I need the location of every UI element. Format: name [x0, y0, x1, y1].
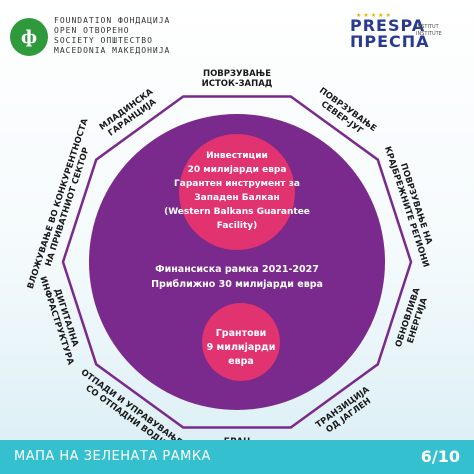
investments-line: Гарантен инструмент за: [174, 179, 300, 189]
grants-text: Грантови 9 милијарди евра: [207, 328, 276, 367]
framework-line: Финансиска рамка 2021-2027: [155, 264, 319, 275]
prespa-subtitle: INSTITUT INSTITUTE: [416, 24, 442, 37]
foundation-mark: ф: [20, 26, 38, 48]
stars-icon: ★★★★★: [356, 12, 393, 19]
prespa-institute-logo: ★★★★★ PRESPA ПРЕСПА INSTITUT INSTITUTE: [350, 12, 460, 62]
investments-line: Facility): [217, 221, 258, 231]
grants-circle: [202, 303, 280, 381]
investments-line: 20 милијарди евра: [188, 164, 287, 175]
prespa-cyrillic: ПРЕСПА: [350, 32, 430, 51]
investments-line: (Western Balkans Guarantee: [164, 207, 310, 217]
decagon-frame: [61, 95, 413, 429]
grants-line: Грантови: [216, 328, 267, 339]
grants-line: евра: [228, 356, 254, 367]
side-label-line: СО ОТПАДНИ ВОДИ: [83, 383, 167, 448]
foundation-mark-icon: ф: [10, 18, 48, 56]
grants-line: 9 милијарди: [207, 342, 276, 353]
side-label-line: ИСТОК-ЗАПАД: [202, 79, 273, 89]
framework-line: Приближно 30 милијарди евра: [151, 279, 323, 290]
foundation-line: FOUNDATION ФОНДАЦИЈА: [54, 16, 171, 25]
footer-title: МАПА НА ЗЕЛЕНАТА РАМКА: [14, 449, 211, 464]
investments-circle: [179, 134, 295, 250]
prespa-latin: PRESPA: [350, 16, 426, 35]
investments-line: Инвестиции: [206, 151, 268, 161]
foundation-line: SOCIETY ОПШТЕСТВО: [54, 36, 153, 45]
financial-framework-circle: [89, 114, 385, 410]
foundation-line: OPEN ОТВОРЕНО: [54, 26, 130, 35]
open-society-logo: ф FOUNDATION ФОНДАЦИЈА OPEN ОТВОРЕНО SOC…: [10, 14, 169, 66]
page-number: 6/10: [420, 447, 460, 466]
investments-line: Западен Балкан: [194, 193, 279, 203]
framework-text: Финансиска рамка 2021-2027 Приближно 30 …: [151, 264, 323, 290]
footer-bar: МАПА НА ЗЕЛЕНАТА РАМКА 6/10: [0, 440, 474, 474]
investments-text: Инвестиции 20 милијарди евра Гарантен ин…: [164, 151, 310, 231]
foundation-line: MACEDONIA МАКЕДОНИЈА: [54, 46, 171, 55]
foundation-name: FOUNDATION ФОНДАЦИЈА OPEN ОТВОРЕНО SOCIE…: [54, 16, 174, 56]
side-label-line: ПОВРЗУВАЊЕ: [203, 69, 271, 79]
